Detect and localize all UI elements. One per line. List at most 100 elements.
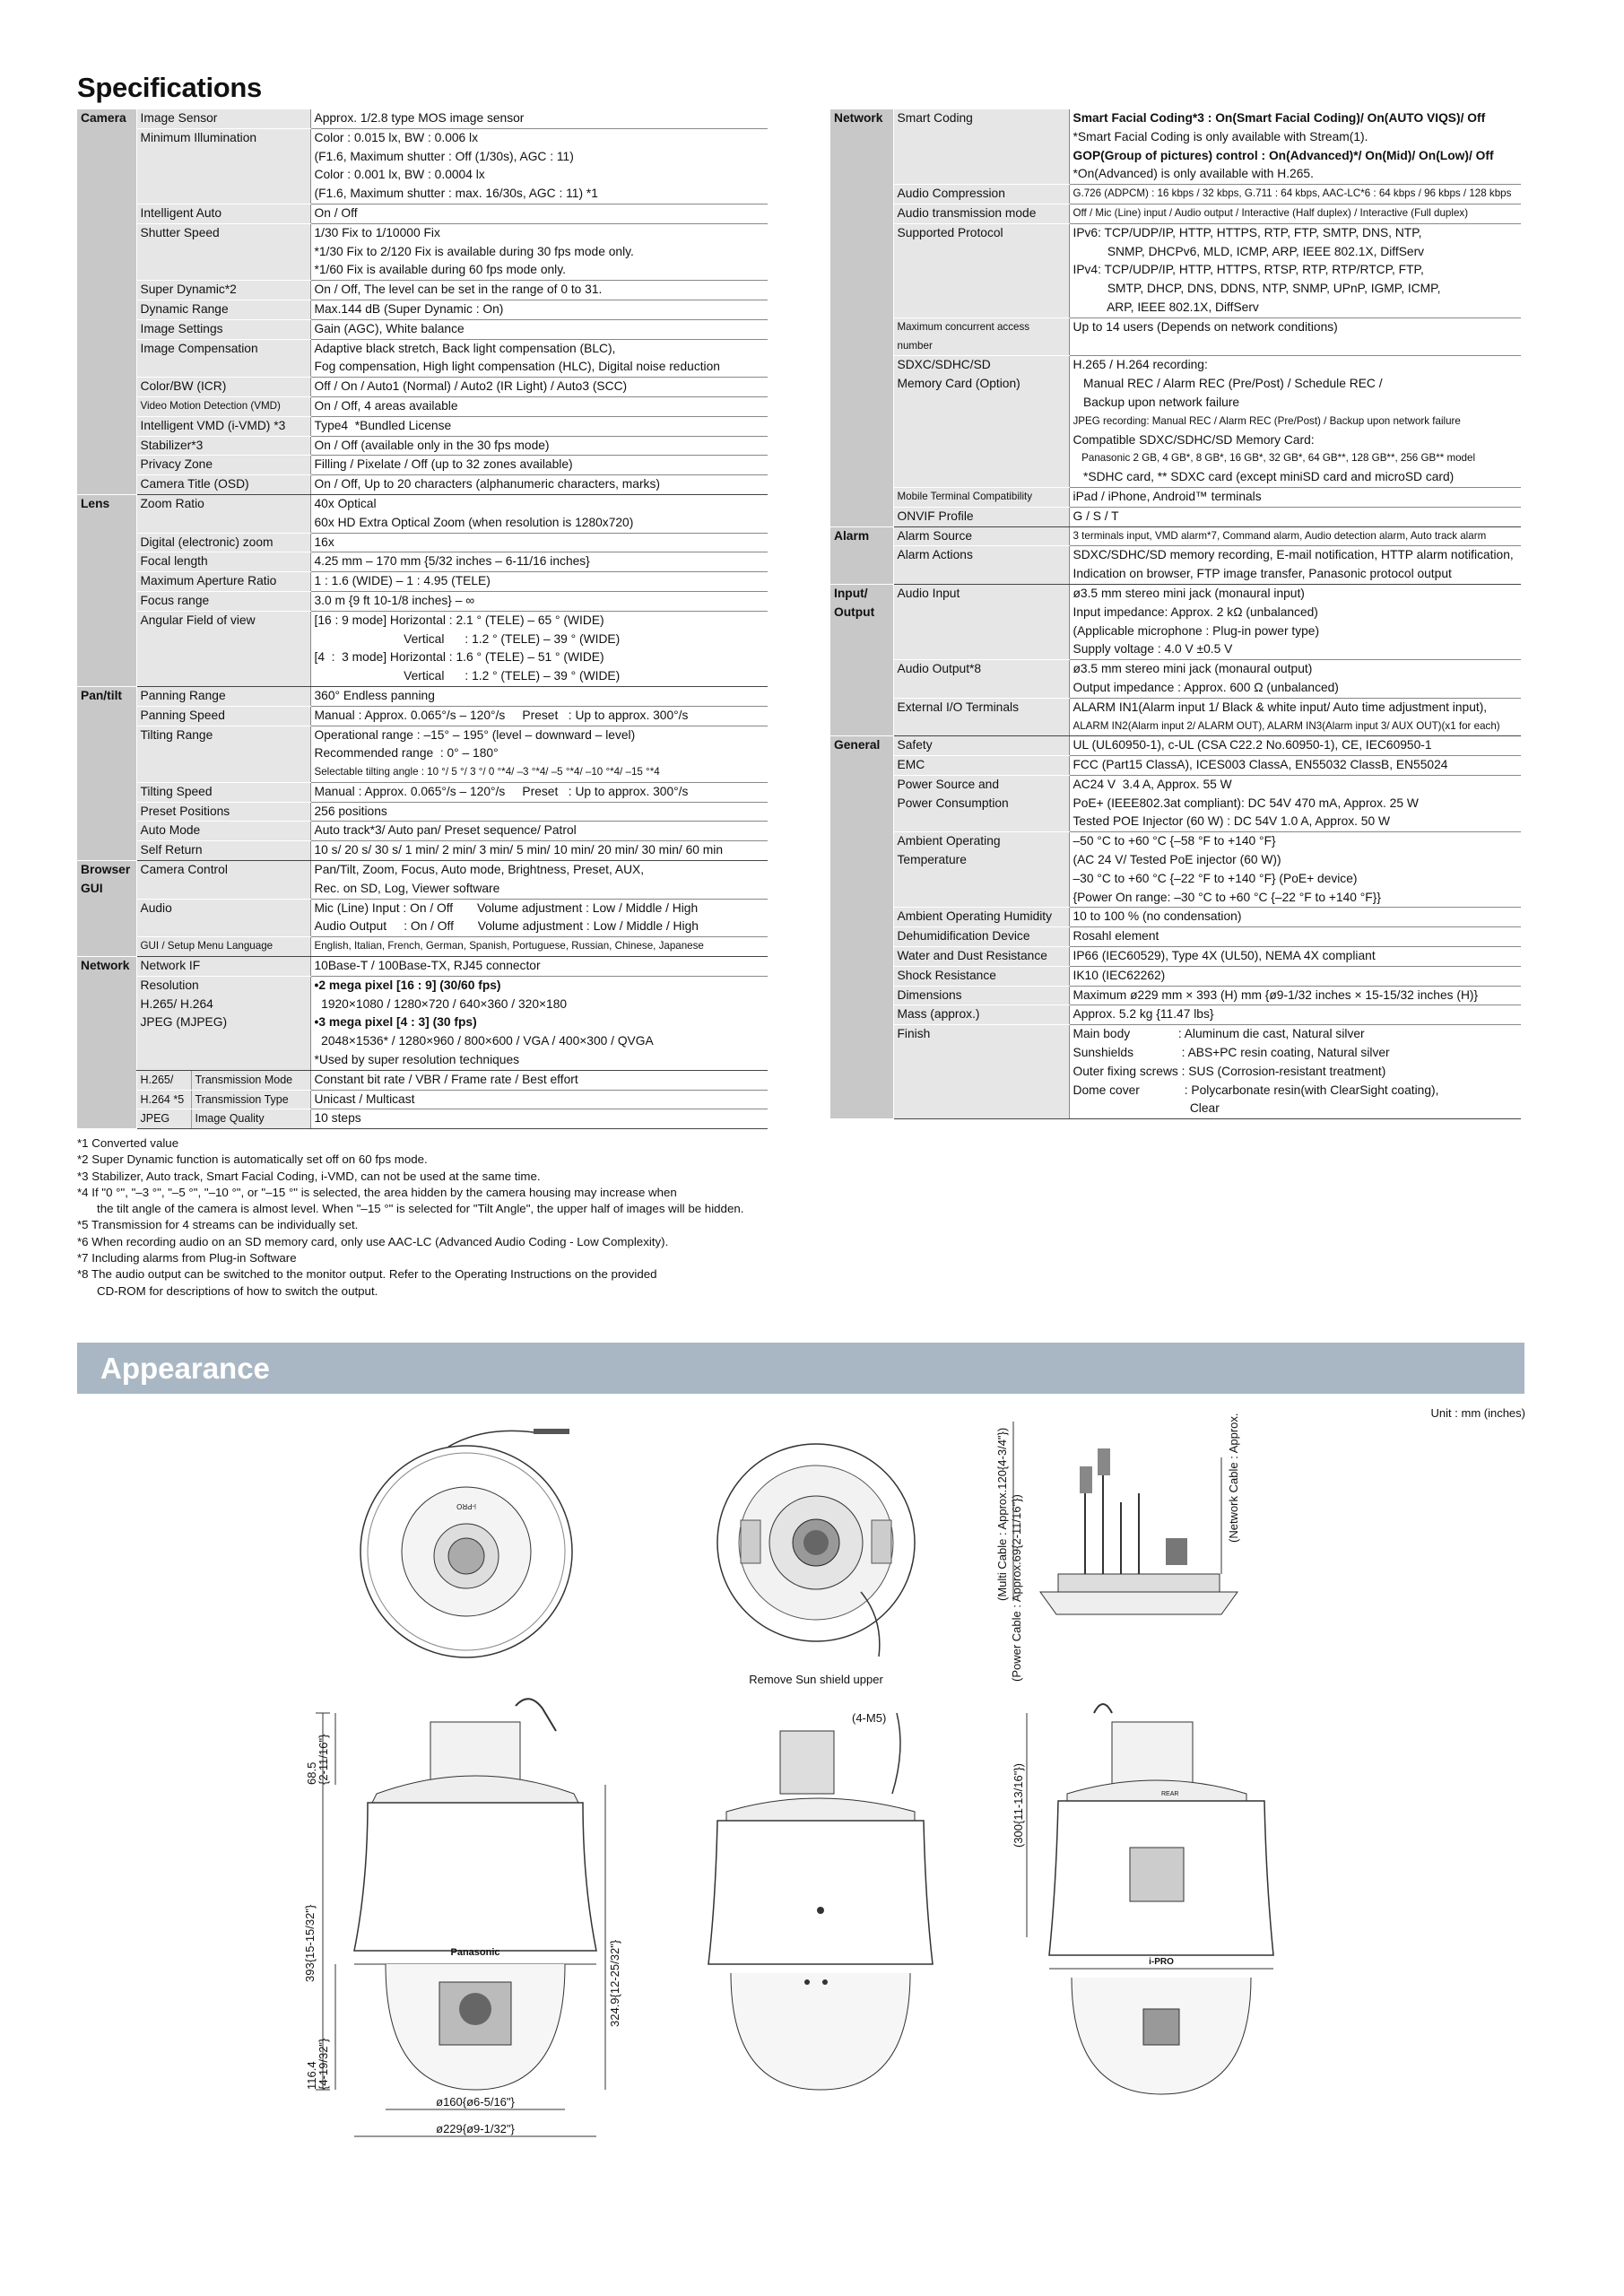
spec-value-line: JPEG recording: Manual REC / Alarm REC (… (1073, 414, 1461, 427)
spec-value-line: On / Off, The level can be set in the ra… (314, 283, 603, 297)
spec-value: Approx. 1/2.8 type MOS image sensor (309, 109, 768, 129)
spec-value-line: 10 s/ 20 s/ 30 s/ 1 min/ 2 min/ 3 min/ 5… (314, 843, 724, 857)
spec-value-line: Sunshields : ABS+PC resin coating, Natur… (1073, 1046, 1390, 1060)
spec-value: Auto track*3/ Auto pan/ Preset sequence/… (309, 821, 768, 842)
spec-value-line: H.265 / H.264 recording: (1073, 358, 1208, 372)
spec-value: 10 to 100 % (no condensation) (1068, 907, 1521, 928)
dim-324-9: 324.9{12-25/32"} (608, 1939, 621, 2027)
footnote: *3 Stabilizer, Auto track, Smart Facial … (77, 1169, 541, 1183)
spec-item: Ambient Operating Humidity (892, 907, 1069, 928)
spec-value-line: Maximum ø229 mm × 393 (H) mm {ø9-1/32 in… (1073, 987, 1479, 1002)
spec-value-line: Manual REC / Alarm REC (Pre/Post) / Sche… (1073, 377, 1383, 391)
spec-value-line: Tested POE Injector (60 W) : DC 54V 1.0 … (1073, 814, 1391, 829)
spec-value-line: SDXC/SDHC/SD memory recording, E-mail no… (1073, 548, 1514, 562)
footnote: *4 If "0 °", "–3 °", "–5 °", "–10 °", or… (77, 1185, 677, 1199)
spec-value: Pan/Tilt, Zoom, Focus, Auto mode, Bright… (309, 860, 768, 900)
spec-value-line: Approx. 5.2 kg {11.47 lbs} (1073, 1007, 1214, 1022)
spec-value: G.726 (ADPCM) : 16 kbps / 32 kbps, G.711… (1068, 184, 1521, 204)
spec-row: Angular Field of view[16 : 9 mode] Horiz… (77, 611, 768, 687)
spec-value: Unicast / Multicast (309, 1090, 768, 1110)
appearance-title: Appearance (100, 1352, 270, 1385)
rear-label: REAR (1161, 1791, 1178, 1797)
spec-value-line: 1/30 Fix to 1/10000 Fix (314, 225, 440, 239)
codec-sub-item: Transmission Type (190, 1090, 310, 1109)
spec-value-line: Recommended range : 0° – 180° (314, 746, 499, 761)
spec-value-line: 10 to 100 % (no condensation) (1073, 909, 1242, 924)
spec-value-line: [4 : 3 mode] Horizontal : 1.6 ° (TELE) –… (314, 650, 604, 665)
spec-value-line: Input impedance: Approx. 2 kΩ (unbalance… (1073, 604, 1318, 619)
spec-value-line: G / S / T (1073, 509, 1119, 523)
spec-item: Stabilizer*3 (135, 436, 310, 457)
spec-value-line: –30 °C to +60 °C {–22 °F to +140 °F} (Po… (1073, 871, 1358, 885)
spec-value-line: Off / On / Auto1 (Normal) / Auto2 (IR Li… (314, 379, 628, 394)
side-view-drawing: (4-M5) (708, 1711, 934, 2091)
spec-value: 10 s/ 20 s/ 30 s/ 1 min/ 2 min/ 3 min/ 5… (309, 840, 768, 862)
codec-sub-item: Image Quality (190, 1109, 310, 1128)
spec-category: General (830, 735, 893, 1120)
spec-value-line: Color : 0.001 lx, BW : 0.0004 lx (314, 168, 485, 182)
shield-removed-caption: Remove Sun shield upper (749, 1673, 883, 1686)
spec-value-line: *SDHC card, ** SDXC card (except miniSD … (1073, 470, 1455, 484)
footnotes: *1 Converted value *2 Super Dynamic func… (77, 1135, 743, 1300)
spec-value: 256 positions (309, 802, 768, 822)
spec-value: Up to 14 users (Depends on network condi… (1068, 317, 1521, 357)
appearance-header: Appearance (77, 1343, 1524, 1394)
spec-value: 4.25 mm – 170 mm {5/32 inches – 6-11/16 … (309, 552, 768, 573)
spec-value-line: On / Off, Up to 20 characters (alphanume… (314, 477, 660, 491)
spec-value: iPad / iPhone, Android™ terminals (1068, 487, 1521, 508)
spec-item: Water and Dust Resistance (892, 946, 1069, 967)
dim-160: ø160{ø6-5/16"} (436, 2095, 515, 2109)
footnote: *5 Transmission for 4 streams can be ind… (77, 1218, 359, 1232)
spec-value-line: (F1.6, Maximum shutter : Off (1/30s), AG… (314, 149, 574, 163)
spec-value-line: Auto track*3/ Auto pan/ Preset sequence/… (314, 823, 577, 838)
front-view-drawing: Panasonic 393{15-15/32"} 68.5 {2-11/16"}… (303, 1698, 621, 2137)
spec-value-line: ALARM IN1(Alarm input 1/ Black & white i… (1073, 700, 1488, 714)
spec-item: Finish (892, 1024, 1069, 1120)
spec-value-line: IPv4: TCP/UDP/IP, HTTP, HTTPS, RTSP, RTP… (1073, 263, 1424, 277)
spec-value: English, Italian, French, German, Spanis… (309, 936, 768, 958)
spec-value: 10 steps (309, 1109, 768, 1130)
spec-value: ø3.5 mm stereo mini jack (monaural outpu… (1068, 659, 1521, 699)
spec-value-line: {Power On range: –30 °C to +60 °C {–22 °… (1073, 890, 1381, 904)
dim-116-4-inches: {4-19/32"} (317, 2038, 330, 2090)
spec-value: ø3.5 mm stereo mini jack (monaural input… (1068, 584, 1521, 661)
power-cable-dim: (Power Cable : Approx.69{2-11/16"}) (1010, 1494, 1023, 1682)
spec-item: ONVIF Profile (892, 507, 1069, 527)
spec-value: Constant bit rate / VBR / Frame rate / B… (309, 1070, 768, 1091)
spec-value: H.265 / H.264 recording: Manual REC / Al… (1068, 355, 1521, 488)
spec-item: GUI / Setup Menu Language (135, 936, 310, 958)
spec-value-line: AC24 V 3.4 A, Approx. 55 W (1073, 777, 1232, 791)
spec-item: Dynamic Range (135, 300, 310, 320)
spec-value: Operational range : –15° – 195° (level –… (309, 726, 768, 783)
spec-value: 16x (309, 533, 768, 553)
spec-value-line: 1 : 1.6 (WIDE) – 1 : 4.95 (TELE) (314, 574, 491, 588)
spec-value: Type4 *Bundled License (309, 416, 768, 437)
spec-value-line: GOP(Group of pictures) control : On(Adva… (1073, 148, 1494, 162)
spec-item: Minimum Illumination (135, 128, 310, 204)
spec-value: •2 mega pixel [16 : 9] (30/60 fps) 1920×… (309, 976, 768, 1071)
spec-value: On / Off, 4 areas available (309, 396, 768, 417)
dim-68-5: 68.5 (305, 1762, 318, 1785)
spec-item: SDXC/SDHC/SD Memory Card (Option) (892, 355, 1069, 488)
spec-value-line: 40x Optical (314, 496, 377, 510)
dim-68-5-inches: {2-11/16"} (317, 1734, 330, 1785)
